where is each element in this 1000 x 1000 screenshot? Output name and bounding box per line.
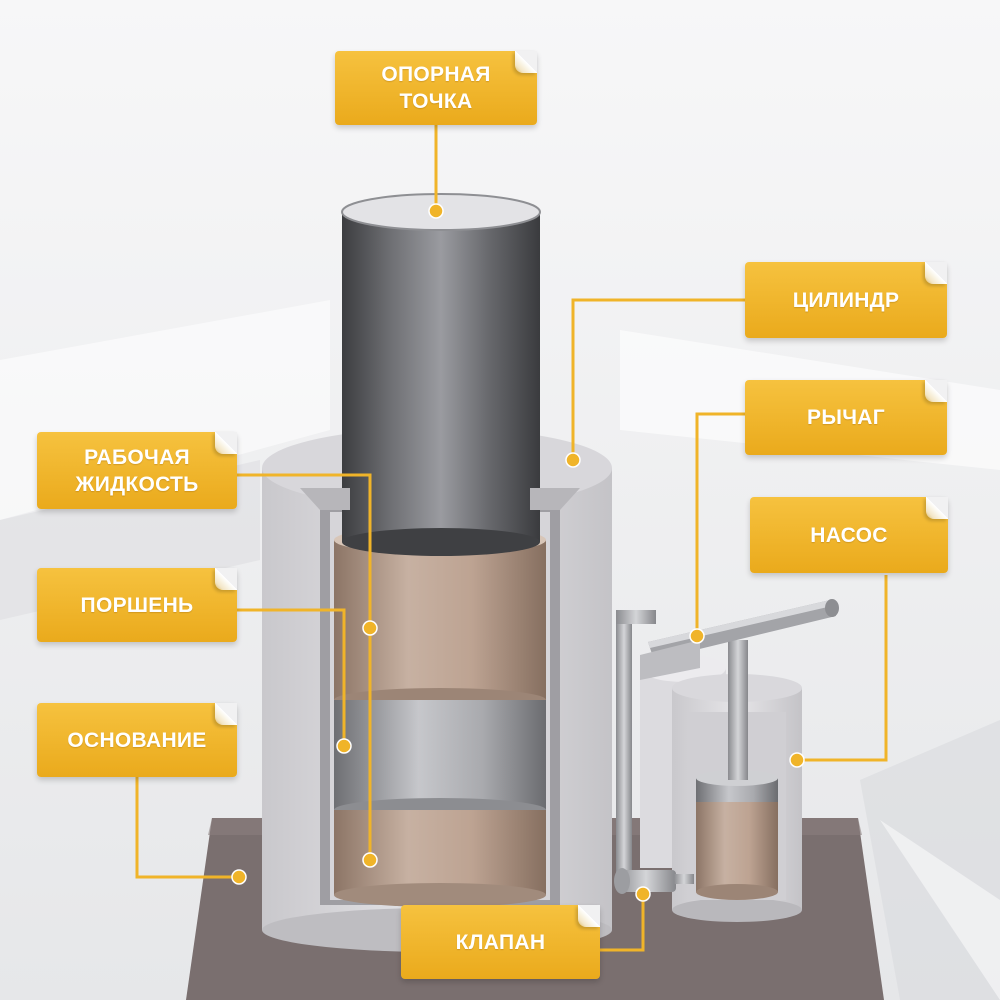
return-pipe <box>616 610 632 878</box>
anchor-working-fluid-bottom <box>362 852 378 868</box>
page-curl-icon <box>578 905 600 927</box>
leader-piston <box>237 608 346 746</box>
piston-body <box>334 700 546 810</box>
fluid-lower <box>334 810 546 895</box>
label-pump-text: НАСОС <box>810 523 888 547</box>
label-valve-text: КЛАПАН <box>455 930 546 954</box>
ram <box>341 193 541 556</box>
label-support-point-text: ОПОРНАЯ ТОЧКА <box>381 63 491 113</box>
anchor-valve <box>635 886 651 902</box>
label-piston: ПОРШЕНЬ <box>37 568 237 642</box>
page-curl-icon <box>215 432 237 454</box>
leader-valve <box>600 894 645 952</box>
leader-lines <box>135 125 888 952</box>
label-valve: КЛАПАН <box>401 905 600 979</box>
page-curl-icon <box>215 568 237 590</box>
valve-body <box>614 868 694 894</box>
leader-cylinder <box>571 298 745 460</box>
leader-pump <box>797 575 888 762</box>
leader-working-fluid <box>237 473 372 860</box>
label-piston-text: ПОРШЕНЬ <box>80 593 194 617</box>
anchor-working-fluid-top <box>362 620 378 636</box>
anchor-base <box>231 869 247 885</box>
page-curl-icon <box>215 703 237 725</box>
page-curl-icon <box>925 380 947 402</box>
plunger-rod <box>728 640 748 780</box>
label-lever-text: РЫЧАГ <box>807 406 885 429</box>
anchor-pump <box>789 752 805 768</box>
label-lever: РЫЧАГ <box>745 380 947 455</box>
page-curl-icon <box>515 51 537 73</box>
leader-lever <box>695 412 745 636</box>
label-pump: НАСОС <box>750 497 948 573</box>
label-working-fluid-text: РАБОЧАЯ ЖИДКОСТЬ <box>75 445 199 496</box>
anchor-support-point <box>428 203 444 219</box>
label-working-fluid: РАБОЧАЯ ЖИДКОСТЬ <box>37 432 237 509</box>
anchor-piston <box>336 738 352 754</box>
label-cylinder-text: ЦИЛИНДР <box>792 288 900 312</box>
fluid-upper <box>334 540 546 700</box>
leader-base <box>135 777 239 879</box>
label-cylinder: ЦИЛИНДР <box>745 262 947 338</box>
label-base-text: ОСНОВАНИЕ <box>67 728 207 752</box>
label-support-point: ОПОРНАЯ ТОЧКА <box>335 51 537 125</box>
anchor-cylinder <box>565 452 581 468</box>
label-base: ОСНОВАНИЕ <box>37 703 237 777</box>
page-curl-icon <box>926 497 948 519</box>
page-curl-icon <box>925 262 947 284</box>
anchor-lever <box>689 628 705 644</box>
